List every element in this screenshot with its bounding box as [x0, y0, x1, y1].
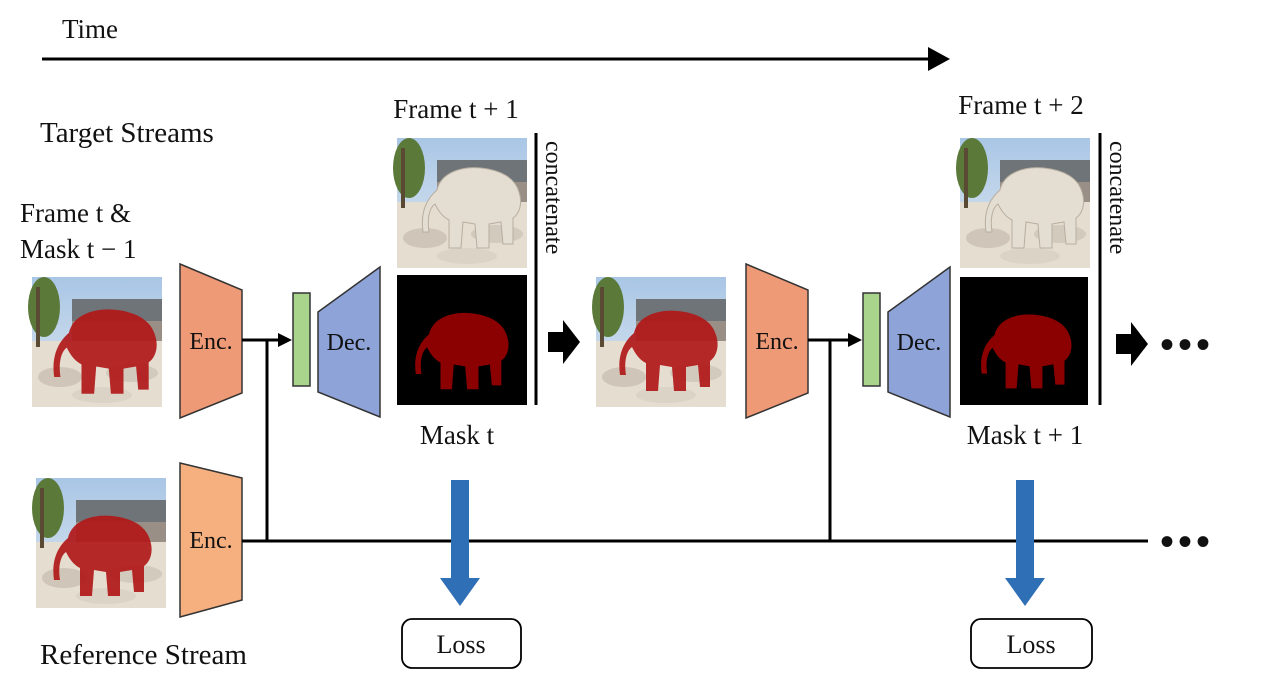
loss-arrow-head-1 [440, 578, 480, 606]
loss-box-2 [970, 618, 1093, 669]
frame-2-label: Frame t + 2 [958, 90, 1083, 120]
encoder-reference-label: Enc. [189, 528, 232, 554]
adapter-block-1 [292, 292, 311, 387]
time-label: Time [62, 14, 118, 44]
input-label-line2: Mask t − 1 [20, 234, 136, 264]
decoder-1-label: Dec. [327, 330, 372, 356]
loss-box-1 [401, 618, 522, 669]
loss-arrow-shaft-1 [451, 480, 469, 580]
mask-1-label: Mask t [420, 420, 495, 450]
target-ellipsis: ••• [1160, 322, 1214, 367]
encoder-target-2-label: Enc. [755, 329, 798, 355]
enc-to-adapter-arrow-1 [278, 333, 292, 347]
frame-mask-overlay-2-image [592, 277, 726, 407]
frame-2-image [956, 138, 1090, 268]
encoder-reference [179, 462, 243, 618]
next-step-arrow-2 [1116, 322, 1148, 366]
loss-arrow-head-2 [1005, 578, 1045, 606]
loss-arrow-shaft-2 [1016, 480, 1034, 580]
encoder-target-1 [179, 262, 243, 420]
concat-label-2: concatenate [1104, 141, 1130, 254]
reference-stream-label: Reference Stream [40, 639, 247, 671]
input-label-line1: Frame t & [20, 198, 131, 228]
adapter-block-2 [862, 292, 881, 387]
enc-to-adapter-arrow-2 [848, 333, 862, 347]
encoder-target-2 [745, 262, 809, 420]
input-frame-mask-image [28, 277, 162, 407]
decoder-2 [887, 265, 951, 419]
mask-2-label: Mask t + 1 [967, 420, 1083, 450]
target-streams-label: Target Streams [40, 117, 214, 149]
frame-1-image [393, 138, 527, 268]
decoder-2-label: Dec. [897, 330, 942, 356]
time-axis-arrowhead [928, 47, 950, 71]
concat-label-1: concatenate [540, 141, 566, 254]
encoder-target-1-label: Enc. [189, 329, 232, 355]
reference-frame-mask-image [32, 478, 166, 608]
loss-box-1-label: Loss [436, 630, 485, 659]
next-step-arrow-1 [548, 320, 580, 364]
decoder-1 [317, 265, 381, 419]
loss-box-2-label: Loss [1006, 630, 1055, 659]
frame-1-label: Frame t + 1 [393, 94, 518, 124]
reference-ellipsis: ••• [1160, 519, 1214, 564]
